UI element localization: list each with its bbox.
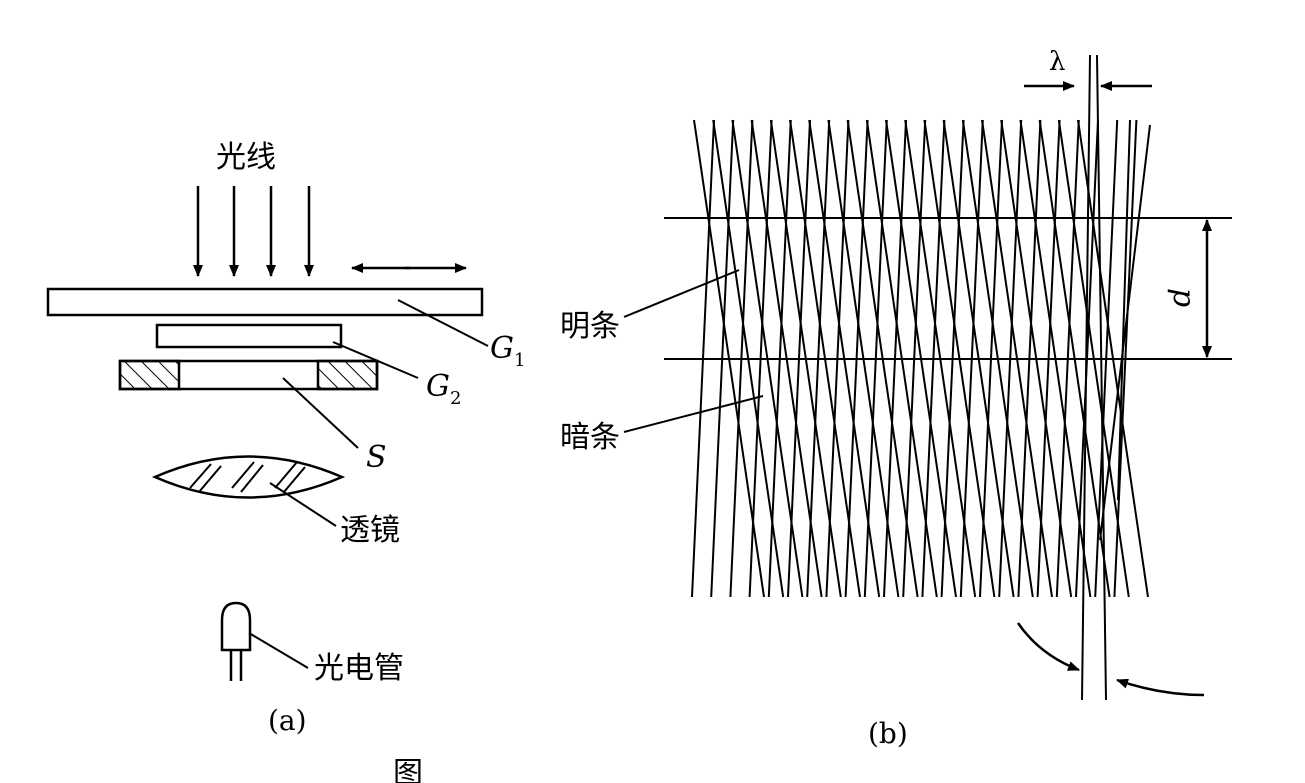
g1-leader (397, 299, 489, 347)
caption-b: (b) (868, 717, 908, 750)
lens-label: 透镜 (340, 513, 400, 548)
lens (151, 455, 346, 499)
pitch-label: p (1166, 288, 1201, 307)
fringe-leaders (623, 269, 764, 433)
g2-leader (332, 341, 419, 379)
light-label: 光线 (216, 140, 276, 175)
slit-hatch-right (316, 359, 379, 391)
light-rays (193, 186, 314, 277)
bright-fringe-label: 明条 (560, 309, 620, 344)
slit-label: S (366, 440, 387, 475)
bright-leader (623, 269, 740, 318)
slit-hatch-left (118, 359, 181, 391)
caption-a: (a) (268, 704, 307, 737)
figure-caption: 图 (393, 756, 423, 783)
panel-b: p λ 明条 暗条 (b) (560, 47, 1232, 750)
angle-arrows (1016, 622, 1205, 697)
grating-g2 (155, 323, 343, 349)
leader-lines-a (248, 299, 489, 669)
lens-leader (269, 482, 337, 527)
angle-line-left (1081, 54, 1091, 701)
dark-fringe-label: 暗条 (560, 420, 620, 455)
panel-a: 光线 G1 G2 S (46, 140, 525, 737)
phototube-label: 光电管 (314, 651, 404, 686)
g2-label: G2 (426, 369, 461, 409)
dark-leader (623, 395, 764, 433)
phototube-leader (248, 632, 309, 669)
slit-leader (282, 377, 359, 449)
moire-grating-lines (691, 54, 1151, 701)
grating-g1 (46, 287, 484, 317)
lambda-label: λ (1049, 47, 1065, 77)
phototube (220, 601, 252, 681)
pitch-reference-lines (664, 217, 1232, 360)
g1-label: G1 (490, 331, 525, 371)
angle-line-right (1096, 54, 1107, 701)
grating-line-b (1117, 119, 1131, 501)
slit-plate (118, 359, 379, 391)
grating-line-a (1099, 124, 1151, 541)
